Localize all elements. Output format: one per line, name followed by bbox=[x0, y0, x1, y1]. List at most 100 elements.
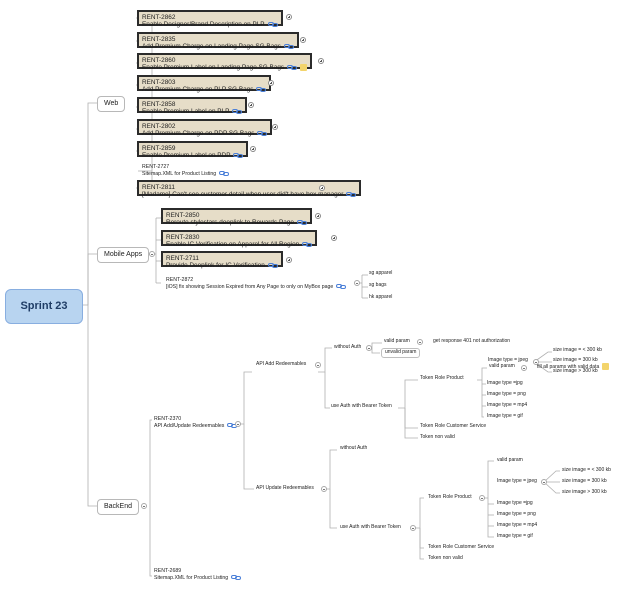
image-jpeg-node-add[interactable]: Image type = jpeg bbox=[488, 357, 528, 363]
token-role-product-node[interactable]: Token Role Product bbox=[420, 375, 464, 381]
backend-task-1[interactable]: RENT-2370 API Add/Update Redeemables bbox=[154, 416, 238, 429]
response-401-node[interactable]: get response 401 not authorization bbox=[433, 338, 510, 344]
collapse-without-auth-icon[interactable] bbox=[366, 345, 372, 351]
valid-param-node[interactable]: valid param bbox=[489, 363, 515, 369]
web-task-3[interactable]: RENT-2803 Add Premium Charge on PLP SG B… bbox=[137, 75, 272, 94]
expand-mobile-task-2-icon[interactable] bbox=[286, 257, 292, 263]
mobile-task-1[interactable]: RENT-2830 Enable IC Verification on Appa… bbox=[161, 230, 318, 249]
link-icon[interactable] bbox=[296, 219, 307, 226]
expand-web-task-5-icon[interactable] bbox=[272, 124, 278, 130]
web-task-0[interactable]: RENT-2862 Enable Designer/Brand Descript… bbox=[137, 10, 283, 29]
valid-param-node[interactable]: valid param bbox=[384, 338, 410, 344]
token-role-customer-node[interactable]: Token Role Customer Service bbox=[420, 423, 487, 429]
collapse-valid-param-icon[interactable] bbox=[417, 339, 423, 345]
image-type-item[interactable]: Image type = mp4 bbox=[487, 402, 528, 408]
link-icon[interactable] bbox=[287, 64, 298, 71]
image-jpeg-node-update[interactable]: Image type = jpeg bbox=[497, 478, 537, 484]
mobile-task-0[interactable]: RENT-2850 Reroute stylestars deeplink to… bbox=[161, 208, 312, 227]
unvalid-param-node[interactable]: unvalid param bbox=[381, 348, 421, 358]
branch-backend[interactable]: BackEnd bbox=[97, 499, 140, 515]
branch-web[interactable]: Web bbox=[97, 96, 126, 112]
link-icon[interactable] bbox=[346, 191, 357, 198]
root-node[interactable]: Sprint 23 bbox=[5, 289, 83, 324]
collapse-mobile-icon[interactable] bbox=[149, 251, 155, 257]
image-type-item[interactable]: Image type = mp4 bbox=[497, 522, 538, 528]
collapse-backend-task-1-icon[interactable] bbox=[235, 421, 241, 427]
collapse-update-use-auth-icon[interactable] bbox=[410, 525, 416, 531]
link-icon[interactable] bbox=[257, 130, 268, 137]
expand-mobile-task-0-icon[interactable] bbox=[315, 213, 321, 219]
link-icon[interactable] bbox=[232, 108, 243, 115]
size-item[interactable]: size image > 300 kb bbox=[553, 368, 598, 374]
region-item[interactable]: sg apparel bbox=[369, 270, 393, 276]
branch-mobile[interactable]: Mobile Apps bbox=[97, 247, 150, 263]
expand-web-task-last-icon[interactable] bbox=[319, 185, 325, 191]
expand-web-task-1-icon[interactable] bbox=[300, 37, 306, 43]
api-add-node[interactable]: API Add Redeemables bbox=[256, 361, 307, 367]
task-id: RENT-2858 bbox=[142, 101, 176, 108]
mobile-plain-task[interactable]: RENT-2872 [iOS] fix showing Session Expi… bbox=[166, 277, 347, 290]
collapse-update-token-role-icon[interactable] bbox=[479, 495, 485, 501]
collapse-update-image-jpeg-icon[interactable] bbox=[541, 479, 547, 485]
web-task-5[interactable]: RENT-2802 Add Premium Charge on PDP SG B… bbox=[137, 119, 273, 138]
use-auth-node[interactable]: use Auth with Bearer Token bbox=[331, 403, 392, 409]
size-item[interactable]: size image = < 300 kb bbox=[553, 347, 602, 353]
link-icon[interactable] bbox=[231, 574, 242, 581]
web-plain-task[interactable]: RENT-2727 Sitemap.XML for Product Listin… bbox=[142, 164, 230, 177]
link-icon[interactable] bbox=[283, 43, 294, 50]
collapse-image-jpeg-icon[interactable] bbox=[533, 359, 539, 365]
expand-mobile-task-1-icon[interactable] bbox=[331, 235, 337, 241]
web-task-4[interactable]: RENT-2858 Enable Premium Label on PLP bbox=[137, 97, 248, 116]
expand-web-task-4-icon[interactable] bbox=[248, 102, 254, 108]
collapse-mobile-plain-icon[interactable] bbox=[354, 280, 360, 286]
without-auth-node[interactable]: without Auth bbox=[340, 445, 368, 451]
collapse-valid-param-2-icon[interactable] bbox=[521, 365, 527, 371]
link-icon[interactable] bbox=[233, 152, 244, 159]
expand-web-task-6-icon[interactable] bbox=[250, 146, 256, 152]
web-task-last[interactable]: RENT-2811 [Madame] Can't see customer de… bbox=[137, 180, 362, 199]
task-title: Add Premium Charge on PLP SG Bags bbox=[142, 86, 254, 94]
image-type-item[interactable]: Image type = png bbox=[487, 391, 526, 397]
image-type-item[interactable]: Image type =jpg bbox=[497, 500, 533, 506]
size-item[interactable]: size image > 300 kb bbox=[562, 489, 607, 495]
note-icon[interactable] bbox=[602, 363, 610, 370]
link-icon[interactable] bbox=[256, 86, 267, 93]
region-item[interactable]: hk apparel bbox=[369, 294, 393, 300]
valid-param-node[interactable]: valid param bbox=[497, 457, 523, 463]
web-task-6[interactable]: RENT-2859 Enable Premium Label on PDP bbox=[137, 141, 249, 160]
link-icon[interactable] bbox=[219, 170, 230, 177]
collapse-api-add-icon[interactable] bbox=[315, 362, 321, 368]
expand-web-task-2-icon[interactable] bbox=[318, 58, 324, 64]
without-auth-node[interactable]: without Auth bbox=[334, 344, 362, 350]
token-non-valid-node[interactable]: Token non valid bbox=[428, 555, 463, 561]
image-type-item[interactable]: Image type =jpg bbox=[487, 380, 523, 386]
task-title: Sitemap.XML for Product Listing bbox=[154, 575, 229, 582]
token-role-customer-node[interactable]: Token Role Customer Service bbox=[428, 544, 495, 550]
fill-all-node[interactable]: fill all params with valid data bbox=[537, 363, 610, 371]
size-item[interactable]: size image = < 300 kb bbox=[562, 467, 611, 473]
web-task-2[interactable]: RENT-2860 Enable Premium Label on Landin… bbox=[137, 53, 313, 72]
web-task-1[interactable]: RENT-2835 Add Premium Charge on Landing … bbox=[137, 32, 299, 51]
link-icon[interactable] bbox=[267, 21, 278, 28]
backend-task-2[interactable]: RENT-2689 Sitemap.XML for Product Listin… bbox=[154, 568, 242, 582]
collapse-api-update-icon[interactable] bbox=[321, 486, 327, 492]
link-icon[interactable] bbox=[302, 241, 313, 248]
mobile-task-2[interactable]: RENT-2711 Provide Deeplink for IC Verifi… bbox=[161, 251, 283, 270]
image-type-item[interactable]: Image type = gif bbox=[487, 413, 523, 419]
token-non-valid-node[interactable]: Token non valid bbox=[420, 434, 455, 440]
image-type-item[interactable]: Image type = gif bbox=[497, 533, 533, 539]
region-item[interactable]: sg bags bbox=[369, 282, 387, 288]
token-role-product-node[interactable]: Token Role Product bbox=[428, 494, 472, 500]
size-item[interactable]: size image = 300 kb bbox=[553, 357, 598, 363]
link-icon[interactable] bbox=[267, 262, 278, 269]
api-update-node[interactable]: API Update Redeemables bbox=[256, 485, 314, 491]
use-auth-node[interactable]: use Auth with Bearer Token bbox=[340, 524, 401, 530]
image-type-item[interactable]: Image type = png bbox=[497, 511, 536, 517]
size-item[interactable]: size image = 300 kb bbox=[562, 478, 607, 484]
note-icon[interactable] bbox=[300, 64, 308, 72]
link-icon[interactable] bbox=[336, 283, 347, 290]
expand-web-task-3-icon[interactable] bbox=[268, 80, 274, 86]
expand-web-task-0-icon[interactable] bbox=[286, 14, 292, 20]
collapse-backend-icon[interactable] bbox=[141, 503, 147, 509]
